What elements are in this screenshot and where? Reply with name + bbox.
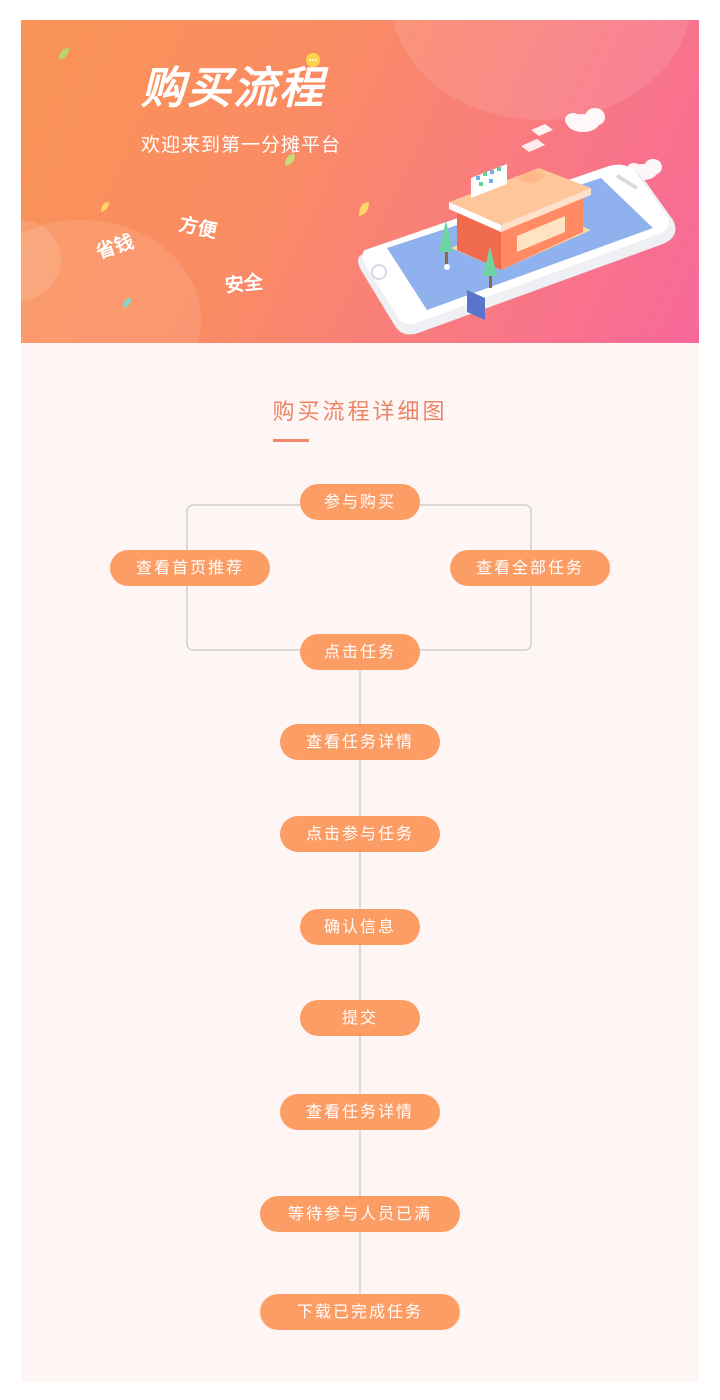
page: 购买流程 欢迎来到第一分摊平台 省钱 方便 安全 bbox=[21, 20, 699, 1382]
step-view-task-detail[interactable]: 查看任务详情 bbox=[280, 724, 440, 760]
flow-connectors bbox=[186, 504, 532, 1310]
cloud-icon bbox=[565, 108, 605, 132]
leaf-icon bbox=[123, 298, 131, 308]
banner-subtitle: 欢迎来到第一分摊平台 bbox=[141, 134, 342, 156]
step-join-purchase[interactable]: 参与购买 bbox=[300, 484, 420, 520]
step-click-task[interactable]: 点击任务 bbox=[300, 634, 420, 670]
leaf-icon bbox=[359, 202, 369, 216]
tree-icon bbox=[483, 246, 497, 288]
step-submit[interactable]: 提交 bbox=[300, 1000, 420, 1036]
chat-bubble-icon bbox=[306, 53, 320, 67]
leaf-icon bbox=[101, 202, 109, 212]
step-download-completed-task[interactable]: 下载已完成任务 bbox=[260, 1294, 460, 1330]
step-view-all-tasks[interactable]: 查看全部任务 bbox=[450, 550, 610, 586]
step-view-home-recommend[interactable]: 查看首页推荐 bbox=[110, 550, 270, 586]
step-view-task-detail-2[interactable]: 查看任务详情 bbox=[280, 1094, 440, 1130]
section-title: 购买流程详细图 bbox=[272, 400, 448, 425]
tree-icon bbox=[439, 220, 453, 264]
step-confirm-info[interactable]: 确认信息 bbox=[300, 909, 420, 945]
title-underline bbox=[273, 439, 309, 442]
leaf-icon bbox=[285, 154, 295, 166]
phone-store-illustration bbox=[358, 108, 676, 335]
banner-title: 购买流程 bbox=[141, 63, 325, 114]
banner: 购买流程 欢迎来到第一分摊平台 省钱 方便 安全 bbox=[21, 20, 699, 343]
leaf-icon bbox=[59, 48, 69, 60]
cloud-icon bbox=[627, 159, 662, 180]
step-wait-participants-full[interactable]: 等待参与人员已满 bbox=[260, 1196, 460, 1232]
step-click-join-task[interactable]: 点击参与任务 bbox=[280, 816, 440, 852]
